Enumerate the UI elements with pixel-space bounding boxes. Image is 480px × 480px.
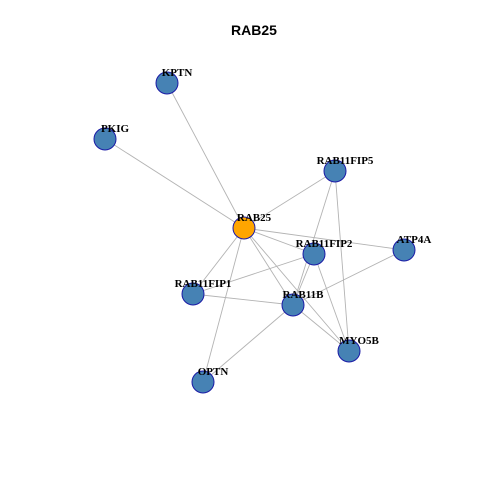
edge-rab11fip5-myo5b	[334, 170, 350, 352]
node-pkig[interactable]	[93, 127, 117, 151]
node-optn[interactable]	[191, 370, 215, 394]
node-label-atp4a: ATP4A	[397, 234, 432, 246]
node-label-rab11fip1: RAB11FIP1	[175, 278, 232, 290]
edge-rab25-rab11fip2	[243, 227, 315, 255]
edge-rab11fip5-rab11b	[292, 170, 336, 306]
diagram-title: RAB25	[231, 22, 277, 38]
node-label-rab11b: RAB11B	[283, 289, 325, 301]
node-label-optn: OPTN	[198, 366, 229, 378]
edge-rab25-myo5b	[243, 227, 350, 352]
edge-rab25-rab11b	[243, 227, 294, 306]
edge-rab11b-myo5b	[292, 304, 350, 352]
node-label-kptn: KPTN	[162, 67, 193, 79]
edge-atp4a-rab11b	[292, 249, 405, 306]
node-myo5b[interactable]	[337, 339, 361, 363]
edge-rab11fip2-rab11fip1	[192, 253, 315, 295]
edge-rab25-rab11fip5	[243, 170, 336, 229]
node-rab11fip5[interactable]	[323, 159, 347, 183]
edge-rab11b-optn	[202, 304, 294, 383]
node-rab11fip2[interactable]	[302, 242, 326, 266]
edge-rab11fip1-rab11b	[192, 293, 294, 306]
node-label-pkig: PKIG	[101, 123, 130, 135]
node-kptn[interactable]	[155, 71, 179, 95]
node-label-rab25: RAB25	[237, 212, 272, 224]
node-label-rab11fip2: RAB11FIP2	[296, 238, 353, 250]
node-label-myo5b: MYO5B	[339, 335, 379, 347]
node-label-rab11fip5: RAB11FIP5	[317, 155, 374, 167]
edge-rab25-optn	[202, 227, 245, 383]
edge-rab25-rab11fip1	[192, 227, 245, 295]
node-layer	[93, 71, 416, 394]
node-rab11b[interactable]	[281, 293, 305, 317]
edge-rab25-kptn	[166, 82, 245, 229]
node-rab25[interactable]	[232, 216, 256, 240]
edge-rab11fip2-myo5b	[313, 253, 350, 352]
node-rab11fip1[interactable]	[181, 282, 205, 306]
edge-rab25-pkig	[104, 138, 245, 229]
edge-rab25-atp4a	[243, 227, 405, 251]
node-atp4a[interactable]	[392, 238, 416, 262]
